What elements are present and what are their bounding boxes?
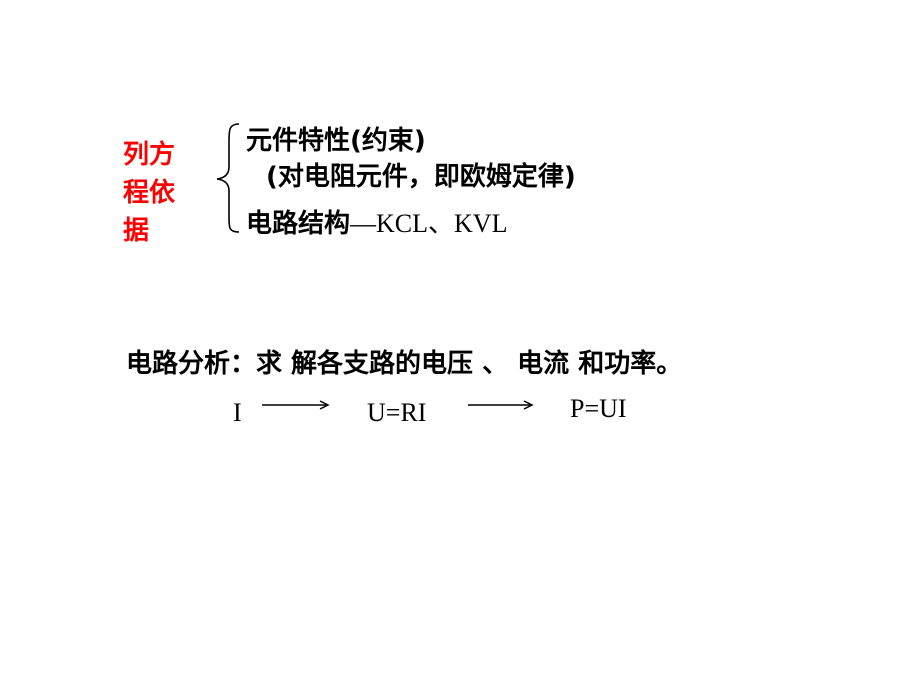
formula-voltage: U=RI: [367, 398, 427, 427]
ohms-law-note-text: (对电阻元件，即欧姆定律): [266, 162, 576, 192]
analysis-statement-text: 电路分析：求 解各支路的电压 、 电流 和功率。: [126, 349, 683, 379]
arrow-right-icon: [468, 400, 534, 410]
analysis-statement: 电路分析：求 解各支路的电压 、 电流 和功率。: [126, 343, 682, 380]
formula-power: P=UI: [570, 394, 627, 423]
kcl-kvl-laws: KCL、KVL: [376, 209, 508, 238]
method-basis-label: 列方 程依 据: [123, 136, 175, 250]
component-characteristics: 元件特性(约束): [246, 120, 426, 157]
arrow-right-icon: [262, 400, 330, 410]
circuit-structure: 电路结构—KCL、KVL: [246, 203, 507, 240]
formula-current: I: [233, 398, 242, 427]
circuit-structure-text: 电路结构: [246, 209, 351, 239]
ohms-law-note: (对电阻元件，即欧姆定律): [266, 156, 576, 193]
label-line-3: 据: [123, 216, 150, 246]
label-line-1: 列方: [123, 140, 176, 170]
structure-dash: —: [350, 209, 377, 238]
component-characteristics-text: 元件特性(约束): [246, 126, 426, 156]
left-brace-icon: [216, 123, 240, 233]
label-line-2: 程依: [123, 178, 176, 208]
